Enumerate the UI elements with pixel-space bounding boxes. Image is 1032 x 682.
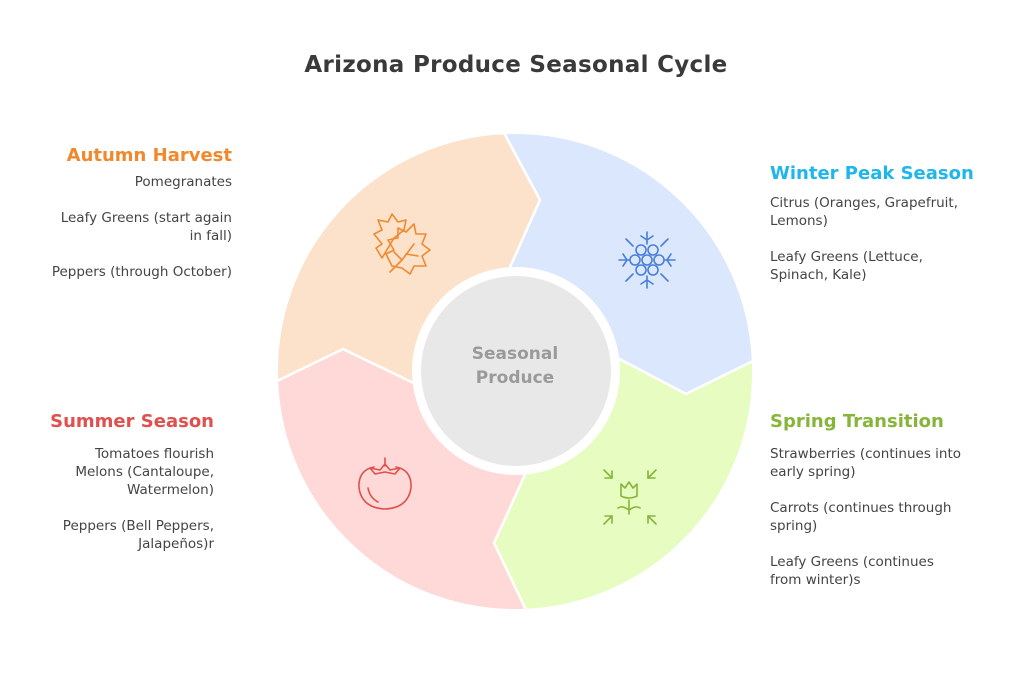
autumn-item-leafy-greens-cont: in fall): [189, 228, 232, 244]
autumn-title: Autumn Harvest: [66, 145, 232, 166]
center-label: Seasonal Produce: [435, 342, 595, 390]
summer-item-peppers-cont: Jalapeños)r: [138, 536, 214, 552]
autumn-item-pomegranates: Pomegranates: [134, 174, 232, 190]
center-circle: [421, 276, 611, 466]
winter-item-citrus: Citrus (Oranges, Grapefruit,: [770, 195, 959, 211]
summer-item-peppers: Peppers (Bell Peppers,: [62, 518, 214, 534]
winter-item-citrus-cont: Lemons): [770, 213, 828, 229]
summer-item-tomatoes: Tomatoes flourish: [94, 446, 214, 462]
spring-title: Spring Transition: [770, 411, 944, 432]
spring-item-leafy-greens-cont: from winter)s: [770, 572, 861, 588]
spring-item-strawberries: Strawberries (continues into: [770, 446, 961, 462]
winter-item-leafy-greens: Leafy Greens (Lettuce,: [770, 249, 923, 265]
tomato-icon: [358, 457, 412, 510]
snowflake-icon: [618, 231, 676, 289]
autumn-item-peppers: Peppers (through October): [51, 264, 232, 280]
summer-item-melons-cont: Watermelon): [127, 482, 214, 498]
center-label-line2: Produce: [475, 368, 555, 388]
diagram-title: Arizona Produce Seasonal Cycle: [304, 52, 728, 78]
summer-item-melons: Melons (Cantaloupe,: [75, 464, 214, 480]
spring-item-leafy-greens: Leafy Greens (continues: [770, 554, 934, 570]
spring-item-strawberries-cont: early spring): [770, 464, 856, 480]
leaf-icon: [373, 213, 431, 275]
winter-item-leafy-greens-cont: Spinach, Kale): [770, 267, 867, 283]
winter-title: Winter Peak Season: [770, 163, 974, 184]
sprouting-flower-icon: [603, 469, 657, 525]
center-label-line1: Seasonal: [471, 344, 559, 364]
spring-item-carrots: Carrots (continues through: [770, 500, 952, 516]
summer-title: Summer Season: [50, 411, 214, 432]
autumn-item-leafy-greens: Leafy Greens (start again: [60, 210, 232, 226]
spring-item-carrots-cont: spring): [770, 518, 818, 534]
